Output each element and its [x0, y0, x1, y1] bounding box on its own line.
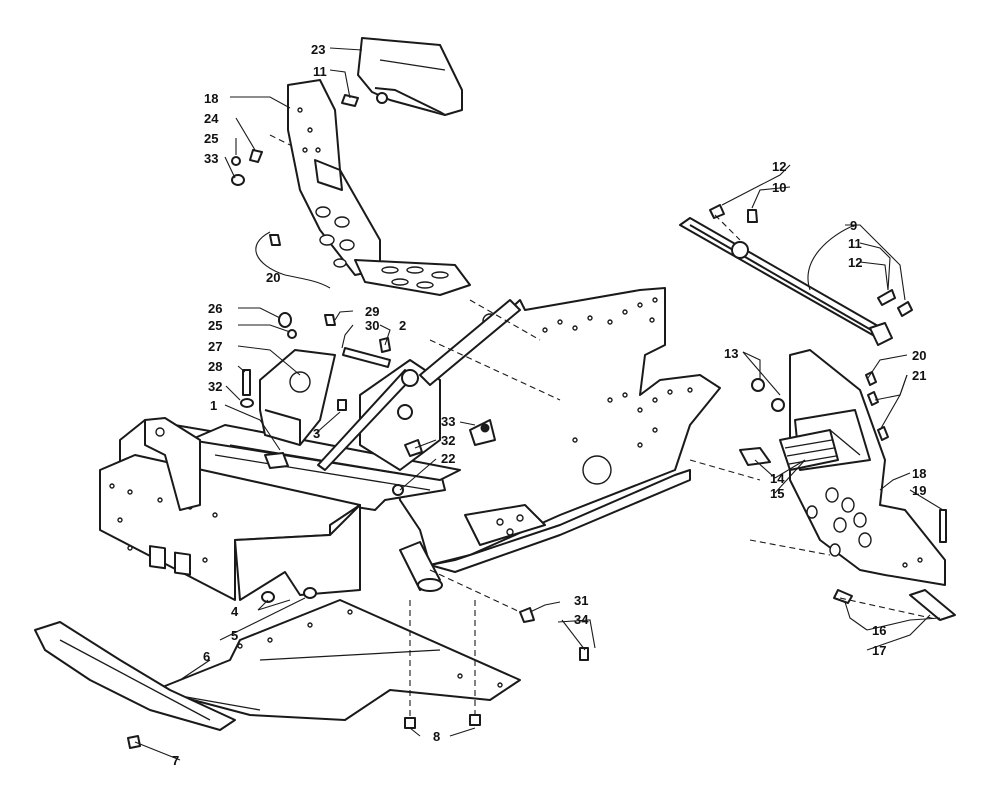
callout-13: 13	[724, 346, 738, 361]
callout-2: 2	[399, 318, 406, 333]
callout-25-mid: 25	[208, 318, 222, 333]
callout-18-left: 18	[204, 91, 218, 106]
callout-10: 10	[772, 180, 786, 195]
callout-24: 24	[204, 111, 219, 126]
callout-12-right: 12	[848, 255, 862, 270]
callout-1: 1	[210, 398, 217, 413]
callout-8: 8	[433, 729, 440, 744]
callout-29: 29	[365, 304, 379, 319]
left-footrest	[287, 79, 471, 296]
callout-27: 27	[208, 339, 222, 354]
callout-14: 14	[770, 471, 785, 486]
callout-23: 23	[311, 42, 325, 57]
callout-18-right: 18	[912, 466, 926, 481]
callout-32-left: 32	[208, 379, 222, 394]
rear-crossbar	[679, 217, 893, 346]
steering-bracket	[259, 349, 336, 446]
callout-25-top: 25	[204, 131, 218, 146]
callout-28: 28	[208, 359, 222, 374]
strap-bracket	[909, 589, 956, 621]
callout-31: 31	[574, 593, 588, 608]
upper-cover	[357, 37, 463, 116]
front-bulkhead	[99, 417, 361, 601]
callout-11-right: 11	[848, 236, 862, 251]
callout-33-top: 33	[204, 151, 218, 166]
callout-7: 7	[172, 753, 179, 768]
steering-post-tube	[399, 541, 443, 592]
belly-pan	[154, 599, 521, 721]
callout-20-right: 20	[912, 348, 926, 363]
callout-16: 16	[872, 623, 886, 638]
hardware	[127, 94, 947, 749]
callout-30: 30	[365, 318, 379, 333]
callout-3: 3	[313, 426, 320, 441]
small-bracket	[739, 447, 771, 466]
front-skid	[34, 621, 236, 731]
callout-4: 4	[231, 604, 239, 619]
callout-15: 15	[770, 486, 784, 501]
stay-rod	[317, 369, 419, 471]
mesh-plate	[779, 429, 839, 471]
callout-32-mid: 32	[441, 433, 455, 448]
callout-12-top: 12	[772, 159, 786, 174]
callout-11-top: 11	[313, 64, 327, 79]
callout-22: 22	[441, 451, 455, 466]
assembly-lines	[269, 134, 941, 718]
callout-17: 17	[872, 643, 886, 658]
callout-6: 6	[203, 649, 210, 664]
callout-34: 34	[574, 612, 589, 627]
callout-26: 26	[208, 301, 222, 316]
callout-numbers: 23 11 18 24 25 33 20 12 10 9 11 12 13 20…	[172, 42, 926, 768]
callout-19: 19	[912, 483, 926, 498]
callout-33-mid: 33	[441, 414, 455, 429]
callout-9: 9	[850, 218, 857, 233]
callout-20-left: 20	[266, 270, 280, 285]
callout-21: 21	[912, 368, 926, 383]
leader-lines	[134, 47, 944, 761]
callout-5: 5	[231, 628, 238, 643]
